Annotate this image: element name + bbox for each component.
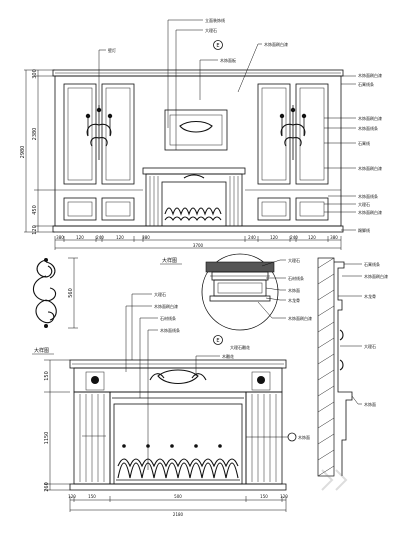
fireplace-right-label: 木饰面 <box>298 434 310 440</box>
top-dim-left-1: 300 <box>32 69 38 79</box>
top-dim-bottom-8: 240 <box>290 235 298 240</box>
ornament-detail: 560 <box>32 257 78 329</box>
section-label-2: 石材线条 <box>288 275 304 281</box>
top-bottom-dims: 380 120 240 120 380 240 120 240 120 380 … <box>54 235 342 250</box>
right-label-7: 木饰面线条 <box>358 193 378 199</box>
side-label-4: 大理石 <box>364 343 376 349</box>
fireplace-dim-bottom-5: 120 <box>280 494 288 499</box>
top-dim-bottom-2: 120 <box>76 235 84 240</box>
side-label-2: 木饰面刷白漆 <box>364 273 388 279</box>
right-label-8: 大理石 <box>358 201 370 207</box>
top-dim-bottom-5: 380 <box>142 235 150 240</box>
side-label-3: 木龙骨 <box>364 293 376 299</box>
fireplace-label-5: 木雕花 <box>222 353 234 359</box>
callout-marker-top-text: E <box>216 43 219 49</box>
section-label-5: 木饰面刷白漆 <box>288 315 312 321</box>
top-dim-left-4: 450 <box>32 205 38 215</box>
callout-marker-fireplace <box>213 335 223 345</box>
fireplace-label-1: 大理石 <box>154 291 166 297</box>
fireplace-elevation: 大样图 <box>32 291 310 517</box>
top-label-2: 大理石 <box>205 27 217 33</box>
right-label-9: 木饰面刷白漆 <box>358 209 382 215</box>
ornament-dim: 560 <box>68 288 74 298</box>
top-elevation: E 立面装饰线 大理石 木饰面板 木饰面刷白漆 壁灯 木饰面刷白漆 石膏线条 木… <box>20 17 382 250</box>
right-label-3: 木饰面刷白漆 <box>358 115 382 121</box>
section-label-3: 木饰面 <box>288 287 300 293</box>
top-label-4: 木饰面刷白漆 <box>264 41 288 47</box>
right-label-1: 木饰面刷白漆 <box>358 72 382 78</box>
top-dim-bottom-4: 120 <box>116 235 124 240</box>
side-section: 石膏线条 木饰面刷白漆 木龙骨 大理石 木饰面 <box>317 257 388 477</box>
top-dim-total: 3700 <box>193 243 204 248</box>
top-dim-bottom-7: 120 <box>270 235 278 240</box>
top-dim-left-3: 2980 <box>20 146 26 159</box>
fireplace-dim-total: 2180 <box>173 512 184 517</box>
top-dim-bottom-1: 380 <box>56 235 64 240</box>
top-right-labels: 木饰面刷白漆 石膏线条 木饰面刷白漆 木饰面线条 石膏线 木饰面刷白漆 木饰面线… <box>324 72 382 233</box>
fireplace-dim-left-3: 260 <box>44 482 50 492</box>
wall-sconce-right <box>279 105 307 160</box>
fireplace-dim-left-1: 150 <box>44 371 50 381</box>
column-fluting <box>79 394 277 482</box>
top-dim-bottom-10: 380 <box>330 235 338 240</box>
fireplace-dim-bottom-1: 120 <box>68 494 76 499</box>
fireplace-label-2: 木饰面刷白漆 <box>154 303 178 309</box>
section-detail: 大样图 大理石 石材线条 木饰面 木龙骨 木饰面刷白漆 <box>160 253 312 331</box>
section-label-1: 大理石 <box>288 257 300 263</box>
right-label-2: 石膏线条 <box>358 81 374 87</box>
top-dim-bottom-6: 240 <box>248 235 256 240</box>
callout-marker-top <box>213 40 223 50</box>
fireplace-dim-bottom-3: 500 <box>174 494 182 499</box>
callout-marker-right <box>287 432 297 442</box>
fire-screen <box>116 444 240 481</box>
callout-marker-fireplace-text: E <box>216 338 219 344</box>
top-dim-bottom-3: 240 <box>96 235 104 240</box>
fireplace-top-elevation <box>142 167 246 227</box>
fireplace-label-3: 石材线条 <box>160 315 176 321</box>
right-label-10: 踢脚线 <box>358 227 370 233</box>
side-label-1: 石膏线条 <box>364 261 380 267</box>
wall-sconce-left <box>85 105 113 160</box>
wall-painting <box>164 109 228 151</box>
top-left-dims: 300 2380 2980 450 120 <box>20 69 55 235</box>
fireplace-dim-left-2: 1150 <box>44 432 50 445</box>
top-label-3: 木饰面板 <box>220 57 236 63</box>
top-dim-left-2: 2380 <box>32 128 38 141</box>
top-label-1: 立面装饰线 <box>205 17 225 23</box>
fireplace-title: 大样图 <box>34 347 49 354</box>
fireplace-label-4: 木饰面线条 <box>160 327 180 333</box>
top-label-5: 壁灯 <box>108 47 116 53</box>
section-label-4: 木龙骨 <box>288 297 300 303</box>
right-label-5: 石膏线 <box>358 140 370 146</box>
fireplace-dim-bottom-2: 150 <box>88 494 96 499</box>
fireplace-top-label: 大理石雕花 <box>230 344 250 350</box>
right-label-6: 木饰面刷白漆 <box>358 165 382 171</box>
top-dim-left-5: 120 <box>32 225 38 235</box>
right-label-4: 木饰面线条 <box>358 125 378 131</box>
fireplace-dim-bottom-4: 150 <box>260 494 268 499</box>
side-label-5: 木饰面 <box>364 401 376 407</box>
top-dim-bottom-9: 120 <box>308 235 316 240</box>
corner-watermark-graphic <box>321 469 348 491</box>
section-detail-title: 大样图 <box>162 257 177 264</box>
